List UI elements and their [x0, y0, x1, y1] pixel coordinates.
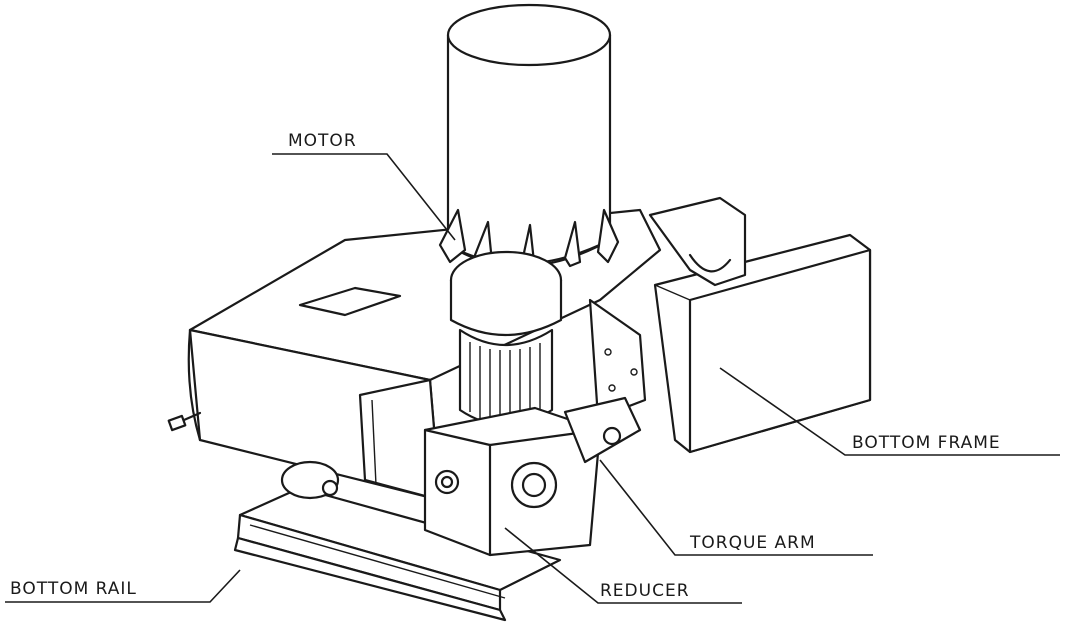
- reducer-drawing: [423, 250, 602, 557]
- torque-arm-drawing: [563, 298, 647, 464]
- motor-label: MOTOR: [288, 131, 357, 151]
- bottom-rail-label: BOTTOM RAIL: [10, 579, 137, 599]
- bottom-rail-drawing: [233, 486, 562, 622]
- leader-lines: [5, 153, 1060, 604]
- motor-drawing: [438, 3, 620, 270]
- bottom-frame-drawing: [648, 196, 872, 454]
- torque-arm-label: TORQUE ARM: [689, 533, 816, 553]
- reducer-label: REDUCER: [600, 581, 690, 601]
- bottom-frame-label: BOTTOM FRAME: [852, 433, 1001, 453]
